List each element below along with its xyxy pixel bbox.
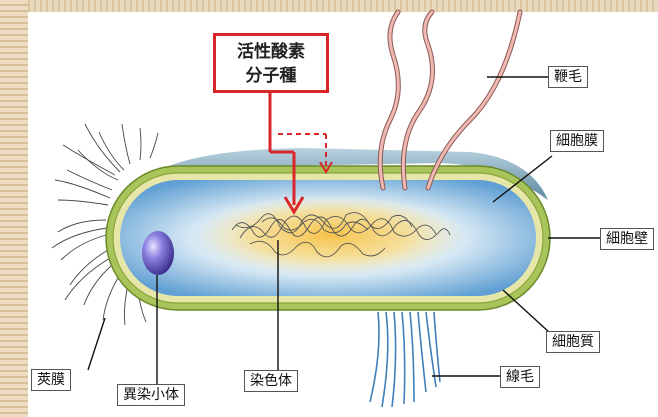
pili — [370, 312, 440, 407]
label-cell-membrane: 細胞膜 — [550, 130, 604, 152]
callout-line2: 分子種 — [216, 64, 326, 88]
label-cell-wall: 細胞壁 — [600, 228, 654, 250]
ros-callout: 活性酸素 分子種 — [213, 33, 329, 93]
label-metachromatic-granule: 異染小体 — [117, 384, 185, 406]
label-capsule: 莢膜 — [31, 369, 71, 391]
label-flagellum: 鞭毛 — [548, 66, 588, 88]
label-chromosome: 染色体 — [244, 370, 298, 392]
callout-line1: 活性酸素 — [216, 40, 326, 64]
metachromatic-granule — [142, 231, 174, 275]
label-cytoplasm: 細胞質 — [546, 331, 600, 353]
label-pilus: 線毛 — [500, 366, 540, 388]
nucleoid-region — [195, 195, 465, 275]
